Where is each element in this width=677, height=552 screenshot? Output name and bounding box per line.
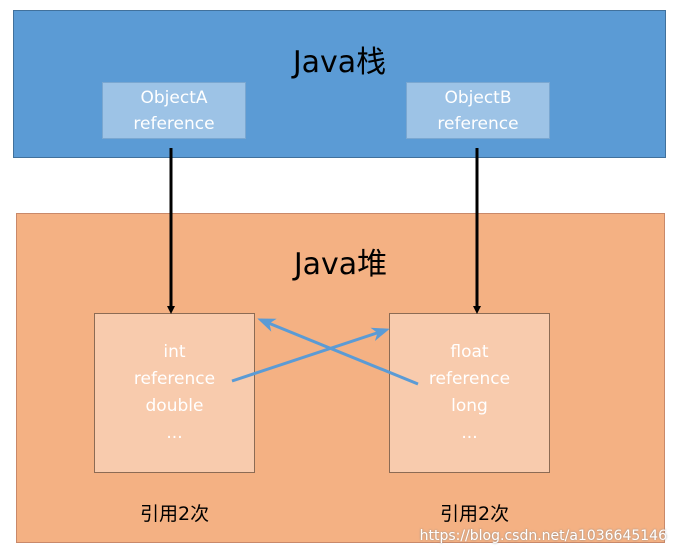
heap-object-a-field-4: ... [166,423,183,443]
objecta-reference-line1: ObjectA [140,87,208,108]
heap-object-b-field-2: reference [428,369,511,389]
java-heap-title: Java堆 [293,247,388,282]
heap-object-b-field-3: long [451,396,488,416]
heap-object-b-ref-count: 引用2次 [440,503,510,525]
heap-object-a-ref-count: 引用2次 [140,503,210,525]
cross-reference-b-to-a-arrow [257,318,419,386]
objectb-reference-line1: ObjectB [444,87,512,108]
objecta-reference-box: ObjectA reference [102,82,246,139]
java-stack-title: Java栈 [292,45,387,80]
watermark-text: https://blog.csdn.net/a1036645146 [419,528,667,544]
objectb-reference-box: ObjectB reference [406,82,550,139]
heap-object-a-field-3: double [145,396,204,416]
heap-object-b-field-1: float [450,342,489,362]
heap-object-a-field-1: int [163,342,186,362]
heap-object-a-box: int reference double ... [94,313,255,473]
heap-object-b-box: float reference long ... [389,313,550,473]
heap-object-b-field-4: ... [461,423,478,443]
objecta-reference-line2: reference [133,113,215,134]
heap-object-a-field-2: reference [133,369,216,389]
cross-reference-a-to-b-arrow [231,327,390,383]
objectb-reference-line2: reference [437,113,519,134]
